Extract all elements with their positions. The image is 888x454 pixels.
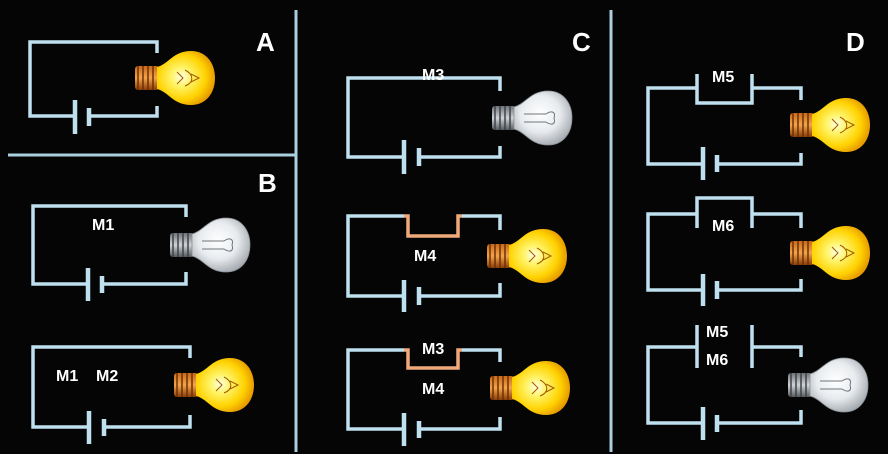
circuit-a-bulb-lit	[134, 50, 216, 106]
circuit-c1-wire-return	[419, 146, 502, 159]
circuit-b1-bulb-unlit	[169, 217, 251, 273]
panel-c-letter: C	[572, 27, 591, 57]
circuit-c3-wire-right	[462, 348, 502, 362]
circuit-d1-wire-left	[646, 86, 703, 166]
circuit-c3-label-m4: M4	[422, 381, 445, 398]
panel-b-letter: B	[258, 168, 277, 198]
circuit-d2-label-m6: M6	[712, 218, 735, 235]
circuit-d3-wire-right	[752, 345, 803, 357]
circuit-b2-wire	[31, 345, 192, 429]
circuit-b1-wire	[31, 204, 188, 286]
circuit-a-wire	[28, 40, 159, 118]
circuit-c2-wire-left	[346, 214, 404, 298]
circuit-c3-bulb-lit	[489, 360, 571, 416]
circuit-c2-label-m4: M4	[414, 248, 437, 265]
circuit-d2-wire-left	[646, 212, 703, 292]
panel-a-letter: A	[256, 27, 275, 57]
circuit-b1-wire-return	[102, 272, 188, 286]
circuit-c3-m4-bridge	[404, 348, 462, 370]
circuit-b2-label-m2: M2	[96, 368, 119, 385]
circuit-d1-bulb-lit	[789, 97, 871, 153]
circuit-b2-wire-return	[104, 415, 192, 429]
circuit-b2-bulb-lit	[173, 357, 255, 413]
circuit-c3-label-m3: M3	[422, 341, 445, 358]
circuit-d2-bulb-lit	[789, 225, 871, 281]
circuit-a-wire-return	[89, 106, 159, 118]
circuit-c1-wire	[346, 76, 502, 159]
circuit-d2-wire-right	[752, 212, 803, 228]
circuit-d3-label-m6: M6	[706, 352, 729, 369]
circuit-d3-bulb-unlit	[787, 357, 869, 413]
circuit-d3-label-m5: M5	[706, 324, 729, 341]
circuit-c3-wire-left	[346, 348, 404, 431]
circuit-c2-wire-right	[462, 214, 502, 230]
circuit-b2-label-m1: M1	[56, 368, 79, 385]
panel-dividers	[8, 10, 613, 452]
circuit-c2-wire-return	[419, 283, 502, 298]
circuit-d2-wire-return	[717, 279, 803, 292]
circuit-c3-wire-return	[419, 417, 502, 431]
circuit-d3-wire-left	[646, 345, 703, 425]
circuit-b1-label-m1: M1	[92, 217, 115, 234]
panel-d-letter: D	[846, 27, 865, 57]
circuit-d1-label-m5: M5	[712, 69, 735, 86]
circuit-d1-wire-return	[717, 153, 803, 166]
circuit-c2-bulb-lit	[486, 228, 568, 284]
circuit-d1-wire-right	[752, 86, 803, 100]
circuit-c1-bulb-unlit	[491, 90, 573, 146]
circuit-d3-wire-return	[717, 410, 803, 425]
circuit-c2-m4-bridge	[404, 214, 462, 238]
circuit-c1-label-m3: M3	[422, 67, 445, 84]
